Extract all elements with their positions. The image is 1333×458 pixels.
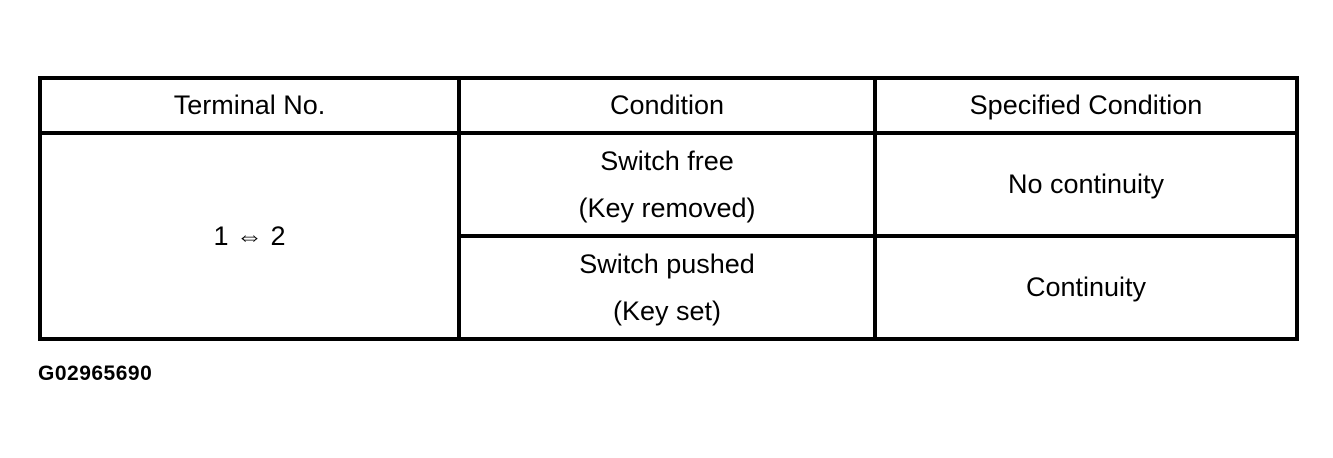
terminal-condition-table: Terminal No. Condition Specified Conditi… (38, 76, 1299, 341)
header-terminal-no: Terminal No. (38, 76, 461, 135)
condition-cell-switch-pushed: Switch pushed (Key set) (457, 234, 877, 341)
condition-cell-switch-free: Switch free (Key removed) (457, 131, 877, 238)
terminal-number-cell: 1 ⇔ 2 (38, 131, 461, 341)
condition-line: (Key set) (612, 295, 722, 326)
table-row: Switch pushed (Key set) Continuity (40, 234, 1299, 341)
condition-line: (Key removed) (578, 192, 756, 223)
condition-line: Switch pushed (579, 248, 755, 279)
condition-line: Switch free (600, 145, 734, 176)
header-specified-condition: Specified Condition (873, 76, 1299, 135)
specified-condition-cell-continuity: Continuity (873, 234, 1299, 341)
table-header-row: Terminal No. Condition Specified Conditi… (38, 76, 1299, 135)
specified-condition-cell-no-continuity: No continuity (873, 131, 1299, 238)
table-row: 1 ⇔ 2 Switch free (Key removed) No conti… (38, 131, 1299, 341)
figure-id: G02965690 (38, 362, 153, 385)
header-condition: Condition (457, 76, 877, 135)
